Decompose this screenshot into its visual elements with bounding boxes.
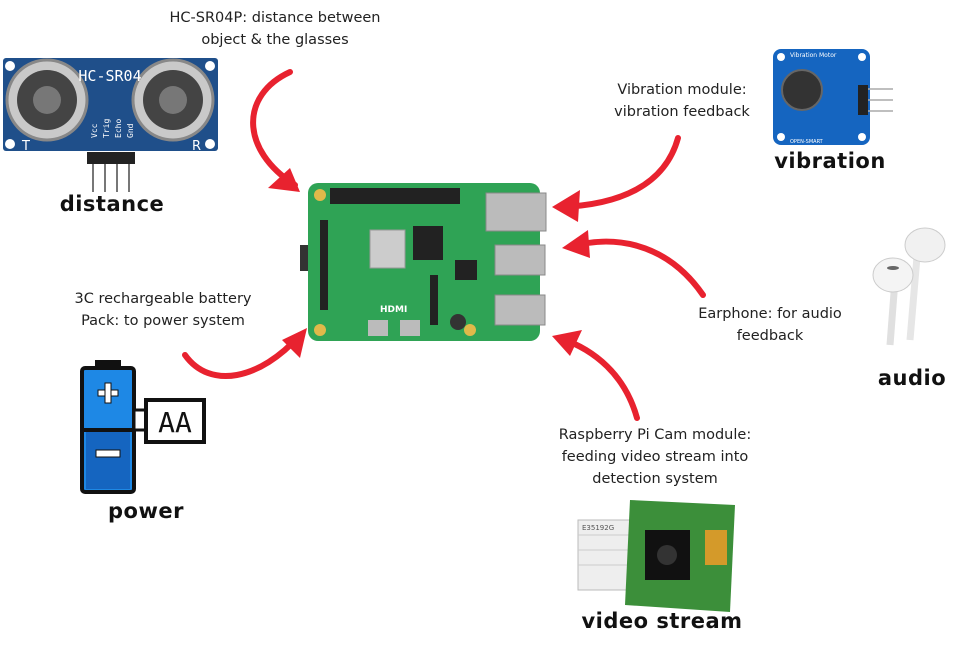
arrow-power [182, 332, 303, 379]
caption-line: vibration feedback [614, 104, 750, 120]
sensor-t-mark: T [21, 139, 30, 154]
vibration-module-image: Vibration Motor OPEN-SMART [773, 49, 893, 145]
earphones-image [872, 227, 946, 346]
ultrasonic-sensor-image: HC-SR04 T R Vcc Trig Echo Gnd [3, 58, 218, 192]
arrow-vibration [557, 135, 681, 210]
vibration-label: vibration [774, 149, 886, 173]
caption-line: Pack: to power system [81, 313, 245, 329]
arrowheads [268, 168, 590, 358]
video-caption: Raspberry Pi Cam module: feeding video s… [559, 424, 751, 490]
caption-line: Raspberry Pi Cam module: [558, 427, 752, 443]
battery-aa-text: AA [158, 406, 192, 439]
arrows [182, 69, 706, 421]
raspberry-pi-image: HDMI [300, 183, 547, 341]
battery-icon: AA [80, 360, 206, 494]
audio-caption: Earphone: for audio feedback [698, 303, 842, 347]
sensor-r-mark: R [192, 139, 201, 154]
caption-line: HC-SR04P: distance between [169, 10, 381, 26]
pin-label: Vcc [90, 123, 99, 138]
sensor-board-text: HC-SR04 [78, 67, 141, 85]
pin-label: Gnd [126, 123, 135, 138]
pin-label: Echo [114, 119, 123, 138]
video-stream-label: video stream [581, 609, 743, 633]
audio-label: audio [877, 366, 947, 390]
caption-line: Earphone: for audio [698, 306, 842, 322]
vib-board-title: Vibration Motor [790, 52, 837, 59]
vibration-caption: Vibration module: vibration feedback [614, 79, 750, 123]
pin-label: Trig [102, 119, 111, 138]
arrow-audio [567, 238, 706, 298]
caption-line: 3C rechargeable battery [74, 291, 252, 307]
distance-label: distance [59, 192, 165, 216]
arrow-distance [250, 69, 298, 188]
cable-code: E35192G [582, 524, 614, 532]
power-caption: 3C rechargeable battery Pack: to power s… [75, 288, 252, 332]
caption-line: feedback [736, 328, 804, 344]
camera-module-image: E35192G [577, 500, 735, 612]
caption-line: feeding video stream into [561, 449, 749, 465]
hdmi-label: HDMI [380, 305, 407, 315]
distance-caption: HC-SR04P: distance between object & the … [170, 7, 381, 51]
vib-board-footer: OPEN-SMART [790, 139, 824, 145]
caption-line: object & the glasses [201, 32, 349, 48]
power-label: power [108, 499, 184, 523]
caption-line: Vibration module: [617, 82, 747, 98]
caption-line: detection system [592, 471, 718, 487]
